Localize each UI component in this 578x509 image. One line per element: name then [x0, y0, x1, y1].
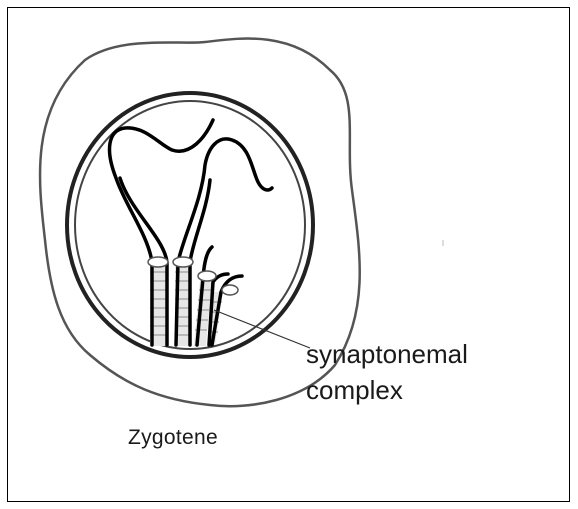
callout-line-1: synaptonemal — [306, 336, 468, 372]
callout-line-2: complex — [306, 372, 468, 408]
homologous-chromosomes — [110, 120, 272, 345]
stage-label: Zygotene — [128, 426, 218, 450]
synaptonemal-complex-label: synaptonemal complex — [306, 336, 468, 408]
